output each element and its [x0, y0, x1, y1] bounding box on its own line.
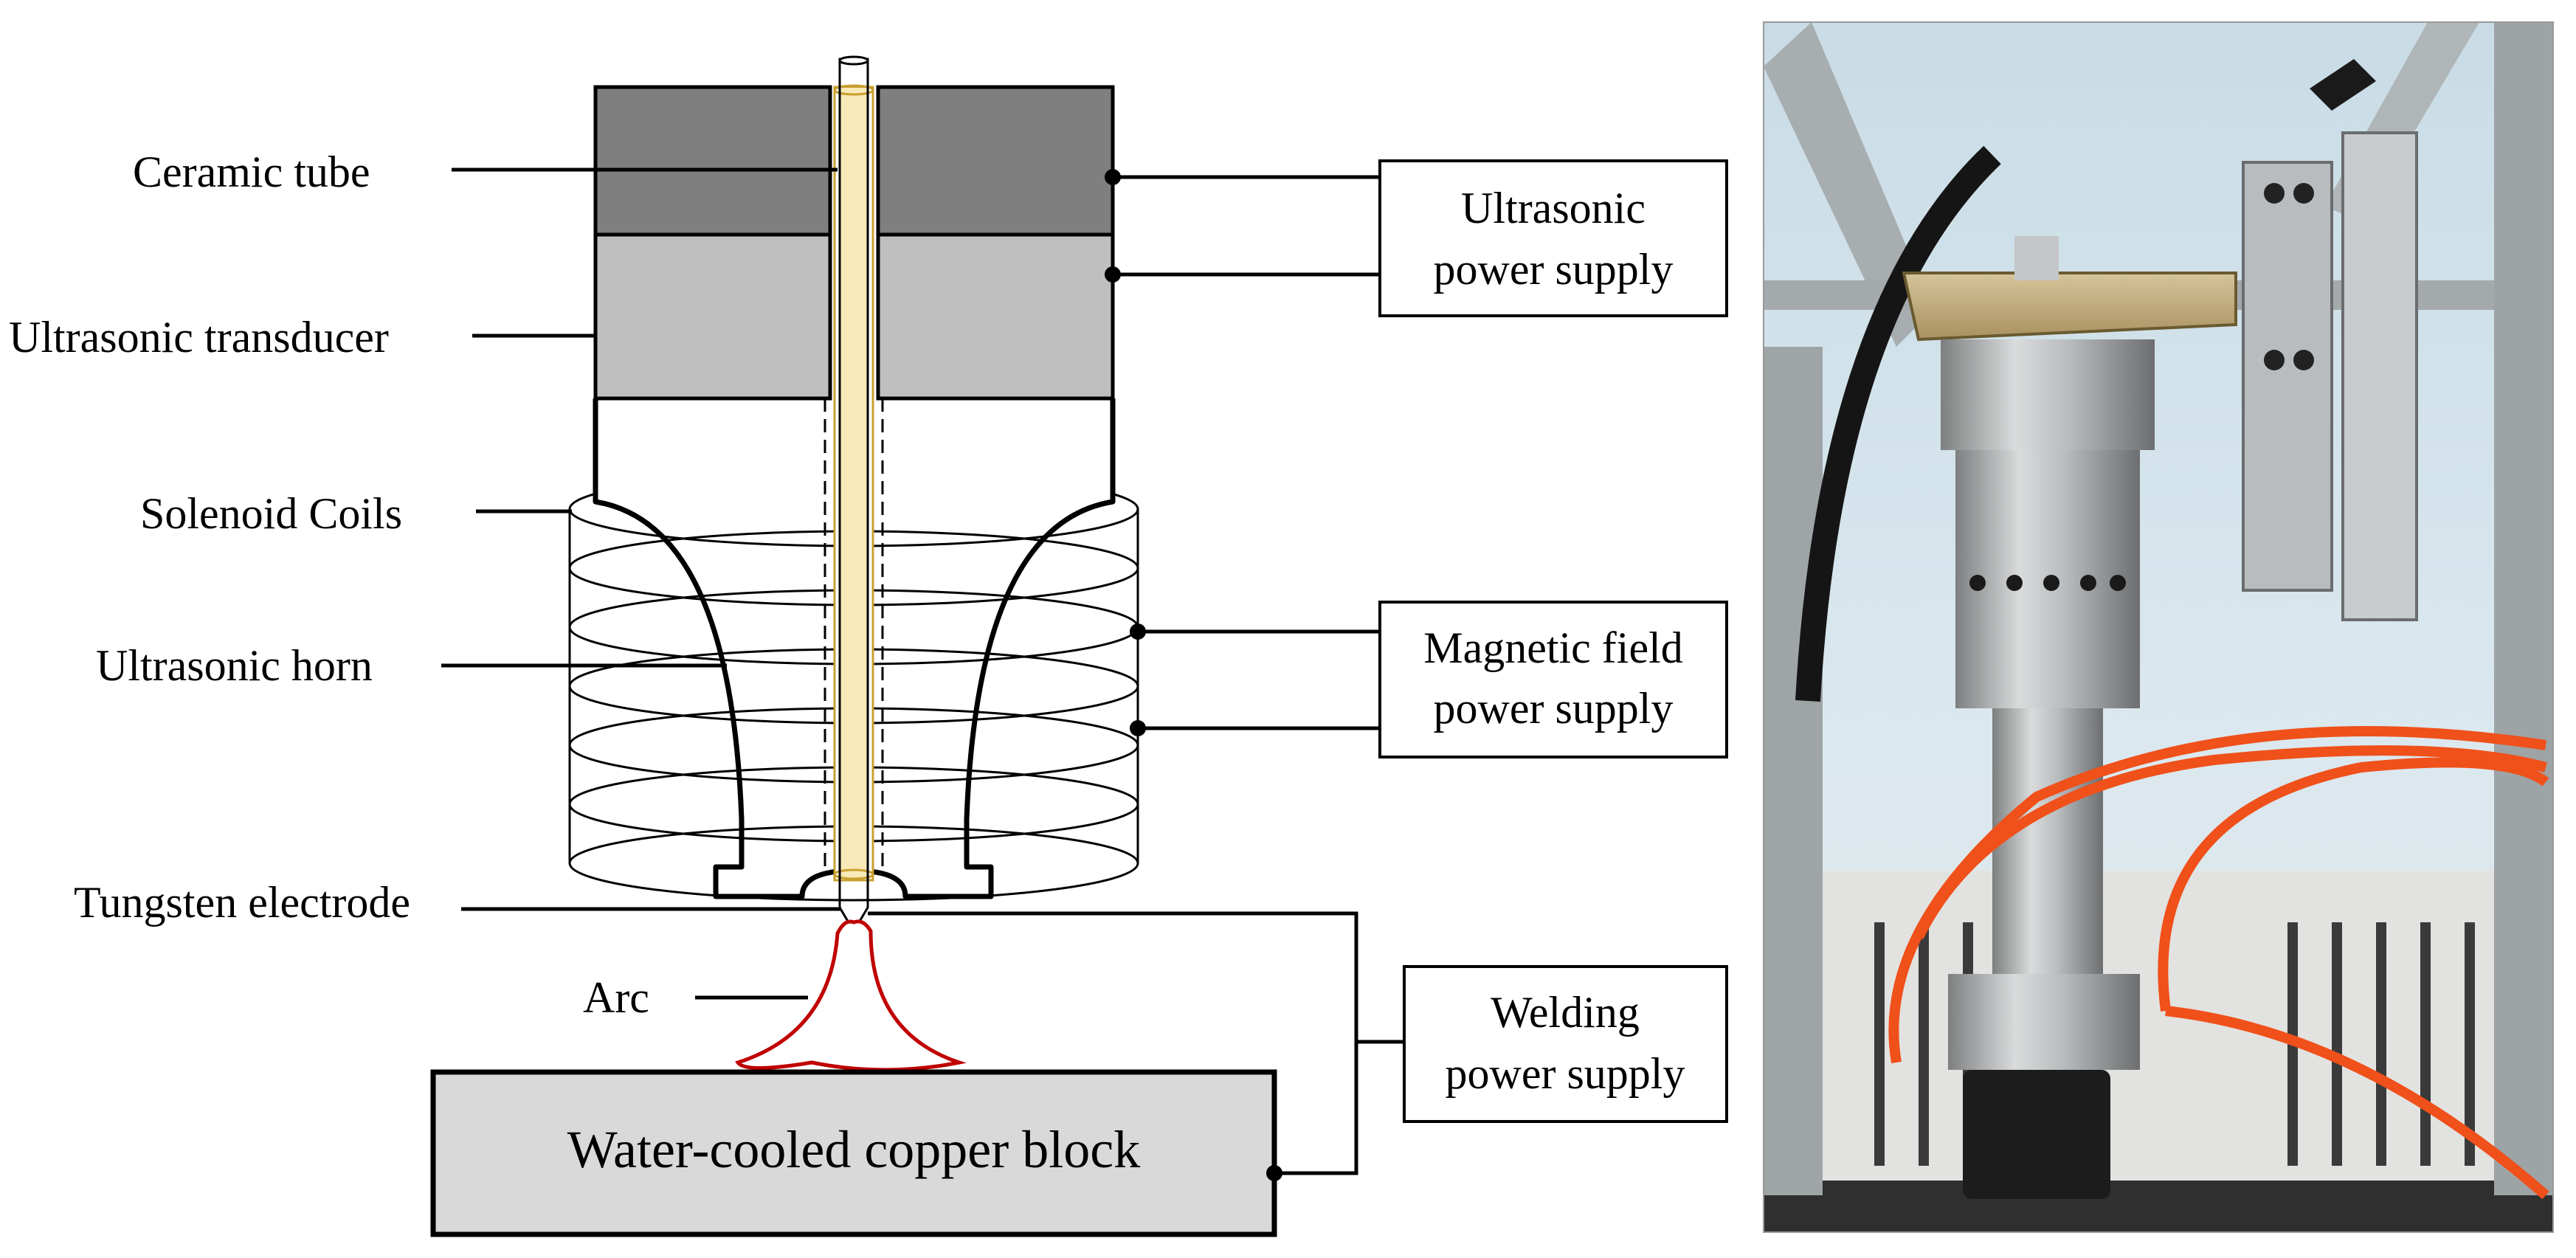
label-solenoid-coils: Solenoid Coils	[140, 489, 402, 538]
transducer-bottom-right	[876, 232, 1115, 401]
tungsten-electrode	[838, 55, 869, 933]
magnetic-ps-line2: power supply	[1434, 684, 1674, 733]
welding-power-supply-box: Welding power supply	[1403, 965, 1728, 1123]
ceramic-tube	[833, 84, 874, 882]
connector-dots	[1105, 169, 1282, 1181]
label-ultrasonic-horn: Ultrasonic horn	[96, 641, 373, 690]
ultrasonic-ps-line2: power supply	[1434, 245, 1674, 294]
label-ultrasonic-transducer: Ultrasonic transducer	[9, 313, 389, 362]
horn-bore	[823, 398, 884, 874]
connector-lines	[868, 175, 1404, 1175]
copper-block	[430, 1069, 1277, 1237]
arc-shape	[735, 919, 967, 1072]
magnetic-power-supply-box: Magnetic field power supply	[1378, 601, 1728, 758]
welding-ps-line2: power supply	[1446, 1049, 1685, 1098]
label-tungsten-electrode: Tungsten electrode	[74, 878, 410, 927]
welding-ps-line1: Welding	[1491, 988, 1640, 1037]
transducer-top-right	[876, 85, 1115, 237]
ultrasonic-ps-line1: Ultrasonic	[1461, 184, 1646, 232]
ultrasonic-power-supply-box: Ultrasonic power supply	[1378, 159, 1728, 317]
transducer-bottom-left	[593, 232, 832, 401]
schematic: Water-cooled copper block Ceramic tube U…	[9, 55, 1728, 1237]
label-arc: Arc	[583, 973, 649, 1022]
label-ceramic-tube: Ceramic tube	[133, 148, 370, 196]
magnetic-ps-line1: Magnetic field	[1423, 623, 1683, 672]
apparatus-photo	[1763, 21, 2554, 1233]
copper-block-label: Water-cooled copper block	[567, 1120, 1140, 1179]
transducer-top-left	[593, 85, 832, 237]
